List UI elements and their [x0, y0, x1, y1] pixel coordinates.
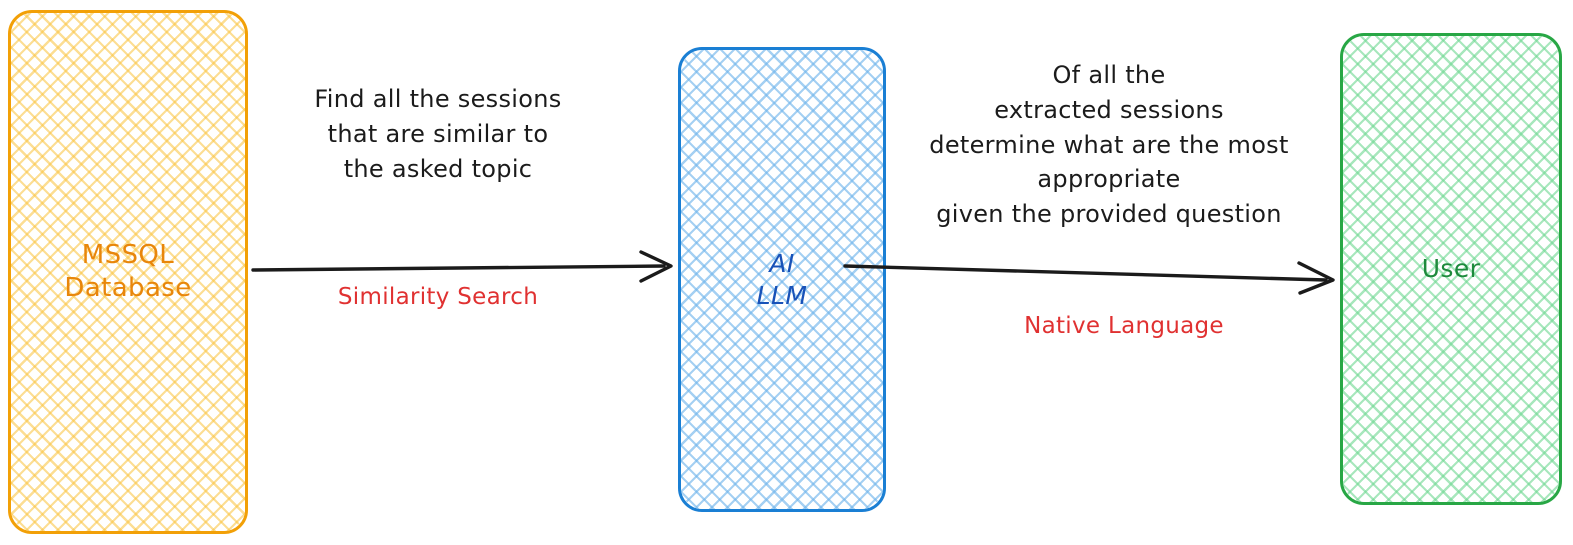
edge-llm-to-user-upper-label: Of all the extracted sessions determine …	[929, 61, 1289, 229]
node-ai-llm-label: AI LLM	[756, 248, 808, 310]
node-user-label: User	[1421, 254, 1481, 283]
node-mssql-database-label: MSSQL Database	[64, 239, 192, 303]
arrow-mssql-to-llm-head-icon	[639, 250, 673, 283]
edge-mssql-to-llm-lower-label: Similarity Search	[337, 284, 539, 310]
arrow-llm-to-user-shaft	[843, 264, 1328, 282]
node-ai-llm[interactable]: AI LLM	[678, 47, 886, 512]
cross-hatch-fill-icon	[11, 13, 245, 531]
arrow-mssql-to-llm-shaft	[251, 264, 666, 272]
cross-hatch-fill-icon	[681, 50, 883, 509]
edge-mssql-to-llm-upper-label: Find all the sessions that are similar t…	[314, 85, 562, 183]
arrow-llm-to-user-head-icon	[1297, 261, 1335, 295]
node-mssql-database[interactable]: MSSQL Database	[8, 10, 248, 534]
node-user[interactable]: User	[1340, 33, 1562, 505]
edge-llm-to-user-lower-label: Native Language	[1024, 313, 1224, 339]
cross-hatch-fill-icon	[1343, 36, 1559, 502]
